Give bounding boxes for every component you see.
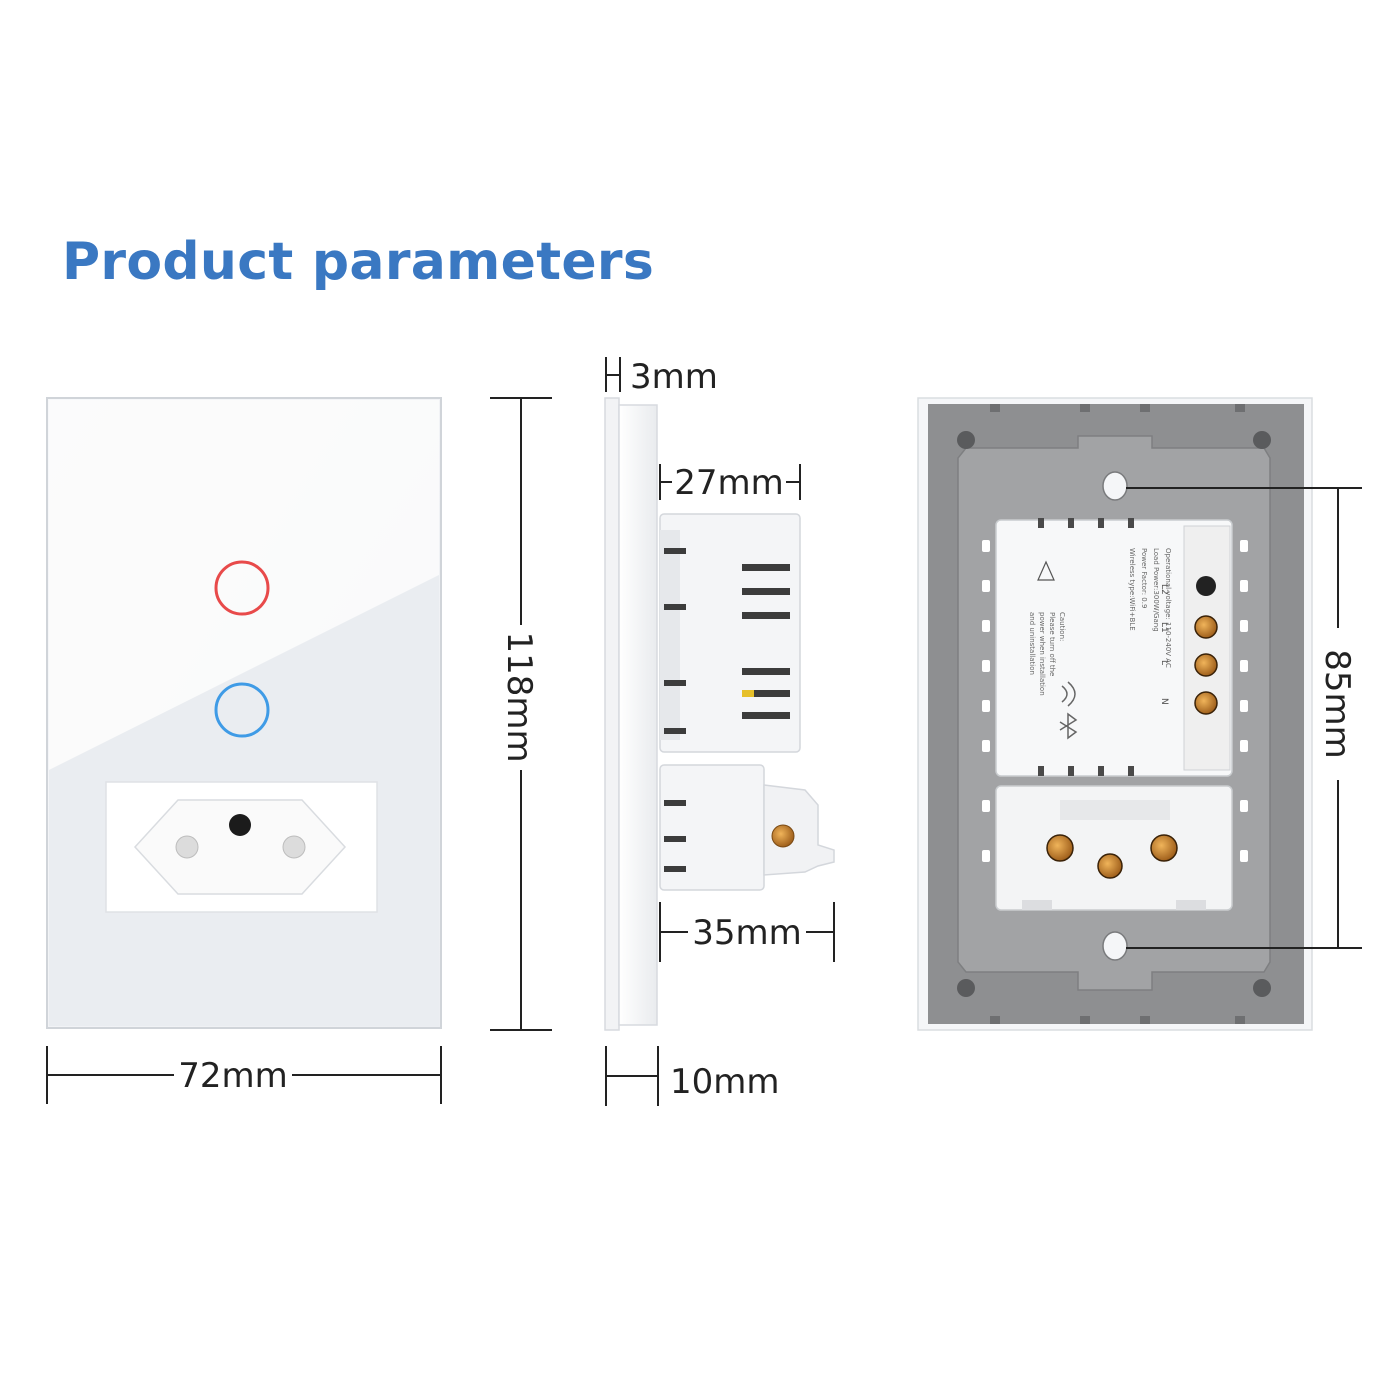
socket-depth-dimension: 35mm — [659, 902, 835, 962]
terminal-l1-screw-icon — [1194, 615, 1218, 639]
terminal-label-l: L — [1159, 660, 1169, 665]
height-dimension: 118mm — [490, 397, 552, 1031]
glass-thickness-label: 3mm — [630, 357, 718, 397]
warning-triangle-icon — [1037, 560, 1055, 581]
terminal-l-screw-icon — [1194, 653, 1218, 677]
side-terminal-screw-icon — [771, 824, 795, 848]
caution-line-1: Caution: — [1058, 612, 1066, 641]
front-panel — [46, 397, 442, 1029]
caution-label: Caution: Please turn off the power when … — [1028, 612, 1066, 696]
width-dimension: 72mm — [46, 1046, 442, 1104]
bluetooth-icon — [1059, 712, 1078, 740]
socket-screw-earth-icon — [1097, 853, 1123, 879]
caution-line-3: power when installation — [1038, 612, 1046, 696]
caution-line-2: Please turn off the — [1048, 612, 1056, 676]
frame-depth-dimension: 10mm — [605, 1046, 780, 1106]
terminal-label-l2: L2 — [1159, 584, 1169, 595]
top-mounting-hole-icon — [1102, 471, 1128, 501]
side-view — [604, 397, 835, 1031]
wifi-icon — [1061, 681, 1076, 707]
switch-depth-dimension: 27mm — [659, 463, 801, 503]
width-label: 72mm — [178, 1056, 288, 1096]
caution-line-4: and uninstallation — [1028, 612, 1036, 675]
terminal-n-screw-icon — [1194, 691, 1218, 715]
socket-depth-label: 35mm — [692, 913, 802, 953]
socket-screw-left-icon — [1046, 834, 1074, 862]
frame-depth-label: 10mm — [670, 1062, 780, 1102]
terminal-label-l1: L1 — [1159, 622, 1169, 633]
socket-outlet-icon — [105, 781, 378, 913]
socket-screw-right-icon — [1150, 834, 1178, 862]
touch-button-top-icon[interactable] — [214, 560, 270, 616]
rear-view: Operational voltage: 110-240V AC Load Po… — [917, 397, 1313, 1031]
height-label: 118mm — [499, 631, 539, 762]
page-title: Product parameters — [62, 232, 655, 292]
spec-line-1: Operational voltage: 110-240V AC — [1164, 548, 1172, 668]
glass-thickness-dimension: 3mm — [605, 357, 718, 397]
spec-line-4: Wireless type:WiFi+BLE — [1128, 548, 1136, 631]
touch-button-bottom-icon[interactable] — [214, 682, 270, 738]
terminal-label-n: N — [1159, 698, 1169, 705]
switch-depth-label: 27mm — [674, 463, 784, 503]
spec-line-3: Power Factor: 0.9 — [1140, 548, 1148, 608]
spec-label: Operational voltage: 110-240V AC Load Po… — [1128, 548, 1172, 668]
terminal-l2-icon — [1196, 576, 1216, 596]
hole-spacing-dimension: 85mm — [1126, 487, 1362, 949]
spec-line-2: Load Power:300W/Gang — [1152, 548, 1160, 632]
bottom-mounting-hole-icon — [1102, 931, 1128, 961]
hole-spacing-label: 85mm — [1317, 649, 1357, 759]
